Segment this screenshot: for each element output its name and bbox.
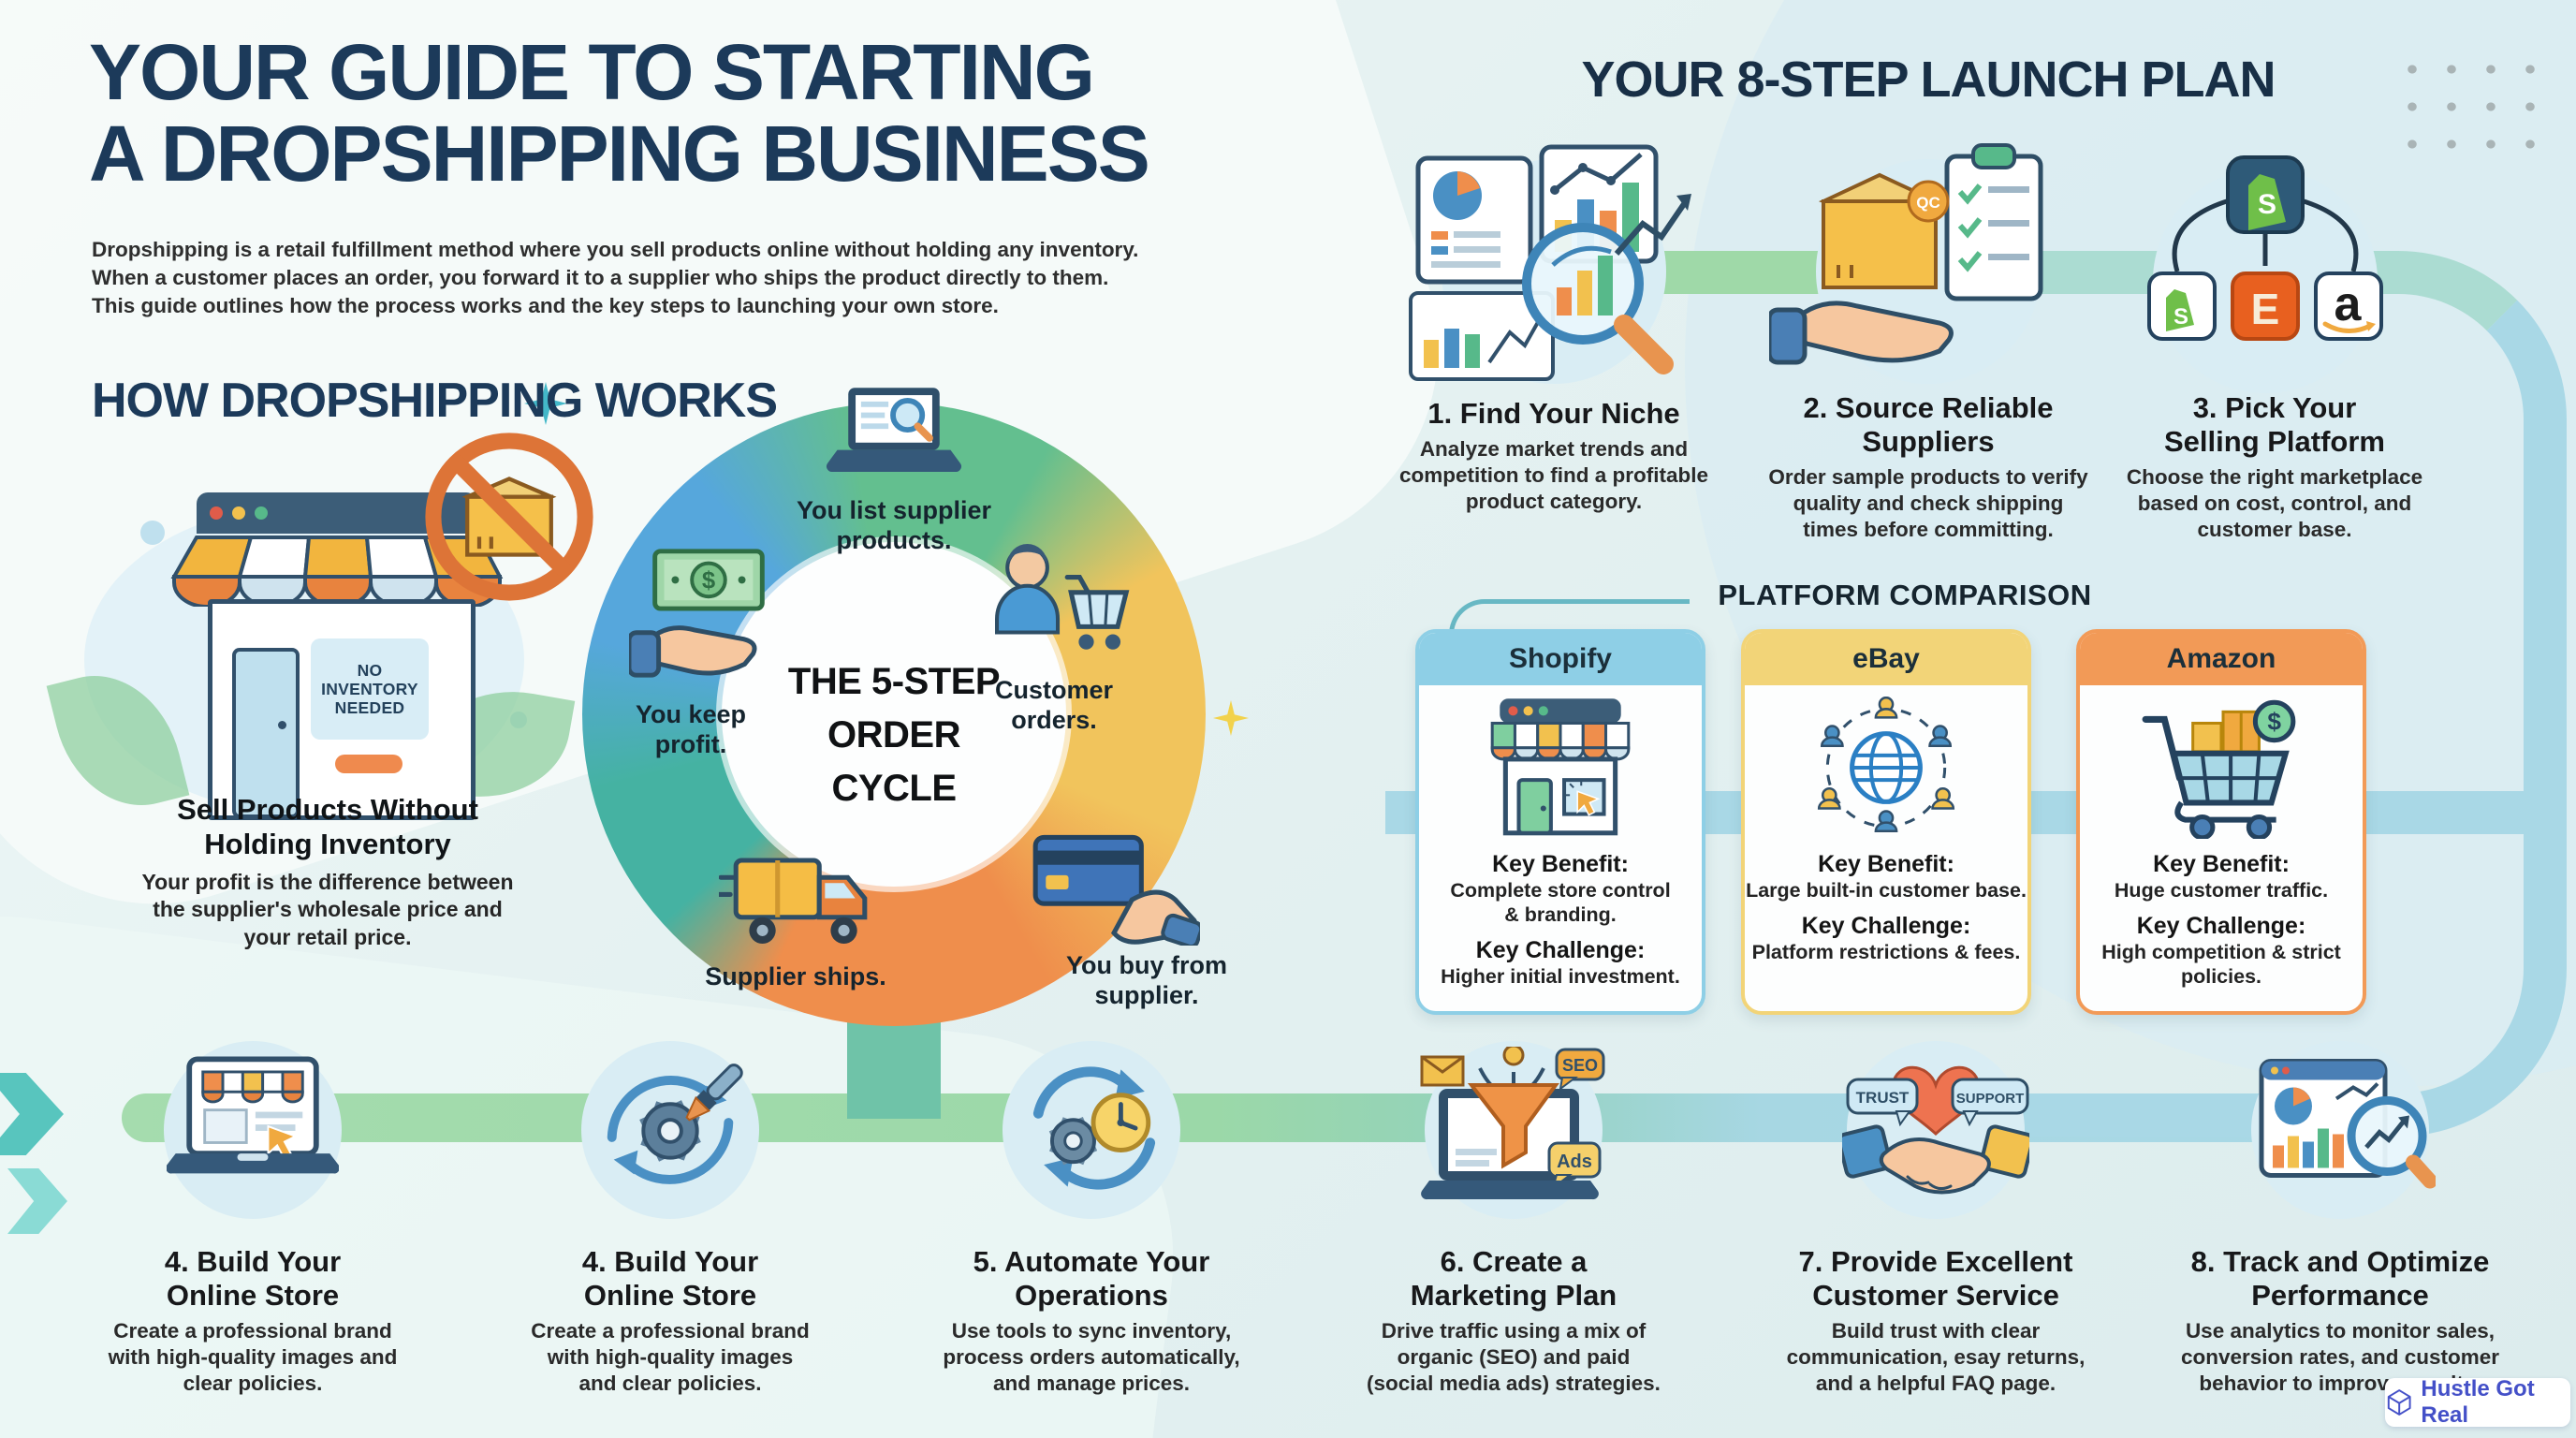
- qc-badge-label: QC: [1916, 194, 1940, 212]
- window-dot-icon: [232, 506, 245, 520]
- intro-paragraph: Dropshipping is a retail fulfillment met…: [92, 238, 1139, 318]
- marketing-funnel-icon: SEO Ads: [1420, 1047, 1605, 1200]
- analytics-icon: [2259, 1059, 2436, 1189]
- build-store-icon: [167, 1056, 339, 1174]
- hand-money-icon: $: [629, 549, 765, 678]
- benefit-label: Key Benefit:: [1818, 851, 1954, 877]
- challenge-text: Platform restrictions & fees.: [1751, 941, 2021, 964]
- platform-card-header: Shopify: [1419, 633, 1702, 685]
- challenge-text: High competition & strict policies.: [2101, 941, 2341, 989]
- window-dot-icon: [255, 506, 268, 520]
- step-2-description: Order sample products to verify quality …: [1768, 465, 2088, 541]
- step-2-title: 2. Source Reliable Suppliers: [1803, 391, 2054, 458]
- step-4b-description: Create a professional brand with high-qu…: [531, 1319, 810, 1395]
- cycle-step-label: You keep profit.: [635, 700, 747, 758]
- how-it-works-heading: HOW DROPSHIPPING WORKS: [92, 374, 778, 428]
- storefront-illustration: NO INVENTORY NEEDED: [46, 433, 608, 823]
- find-niche-icon: [1409, 144, 1691, 381]
- step-7-title: 7. Provide Excellent Customer Service: [1798, 1245, 2073, 1312]
- step-7-description: Build trust with clear communication, es…: [1786, 1319, 2086, 1395]
- launch-plan-heading: YOUR 8-STEP LAUNCH PLAN: [1581, 51, 2276, 108]
- platform-card-ebay: eBay Key Benefit: Large built-: [1741, 629, 2031, 1015]
- challenge-text: Higher initial investment.: [1441, 965, 1680, 989]
- design-gear-brush-icon: [607, 1064, 743, 1184]
- source-suppliers-icon: QC: [1769, 143, 2043, 365]
- delivery-truck-icon: [719, 858, 868, 945]
- platform-card-header: Amazon: [2080, 633, 2363, 685]
- cycle-step-label: You list supplier products.: [796, 496, 992, 554]
- platform-card-amazon: Amazon $ Key Benefit: Huge customer traf…: [2076, 629, 2366, 1015]
- benefit-label: Key Benefit:: [1492, 851, 1629, 877]
- benefit-text: Huge customer traffic.: [2114, 879, 2329, 902]
- amazon-letter: a: [2334, 277, 2363, 331]
- benefit-label: Key Benefit:: [2153, 851, 2290, 877]
- automate-operations-icon: [1032, 1066, 1156, 1190]
- dot-grid-decoration: [2393, 51, 2557, 165]
- cycle-step-label: Supplier ships.: [705, 962, 886, 990]
- door-knob: [278, 721, 286, 729]
- step-5-description: Use tools to sync inventory, process ord…: [943, 1319, 1240, 1395]
- shopify-mini-letter: S: [2174, 304, 2188, 330]
- laptop-search-icon: [827, 388, 961, 473]
- window-dot-icon: [210, 506, 223, 520]
- sell-without-inventory-heading: Sell Products Without Holding Inventory: [177, 793, 478, 861]
- step-4a-description: Create a professional brand with high-qu…: [108, 1319, 398, 1395]
- brand-logo-text: Hustle Got Real: [2421, 1376, 2535, 1428]
- sell-without-inventory-description: Your profit is the difference between th…: [141, 870, 514, 949]
- dollar-glyph: $: [702, 567, 715, 594]
- dollar-glyph: $: [2267, 708, 2281, 736]
- customer-cart-icon: [995, 544, 1130, 650]
- challenge-label: Key Challenge:: [2136, 913, 2306, 940]
- order-cycle-center-label: THE 5-STEP ORDER CYCLE: [787, 661, 1001, 809]
- sign-accent-pill: [335, 755, 402, 773]
- etsy-letter: E: [2251, 285, 2280, 333]
- step-1-description: Analyze market trends and competition to…: [1399, 437, 1708, 513]
- pick-platform-icon: S S E a: [2147, 155, 2383, 341]
- step-4a-title: 4. Build Your Online Store: [164, 1245, 342, 1312]
- credit-card-icon: [1032, 834, 1200, 946]
- step-4b-title: 4. Build Your Online Store: [581, 1245, 759, 1312]
- shopify-bag-letter: S: [2258, 189, 2276, 220]
- sparkle-icon: [1213, 700, 1249, 736]
- challenge-label: Key Challenge:: [1801, 913, 1971, 940]
- step-5-title: 5. Automate Your Operations: [973, 1245, 1210, 1312]
- challenge-label: Key Challenge:: [1475, 937, 1646, 964]
- step-8-title: 8. Track and Optimize Performance: [2190, 1245, 2490, 1312]
- brand-logo: Hustle Got Real: [2385, 1376, 2570, 1428]
- step-6-title: 6. Create a Marketing Plan: [1410, 1245, 1617, 1312]
- support-badge-label: SUPPORT: [1956, 1091, 2025, 1107]
- step-3-title: 3. Pick Your Selling Platform: [2164, 391, 2385, 458]
- handshake-icon: TRUST SUPPORT: [1842, 1065, 2029, 1195]
- trust-badge-label: TRUST: [1856, 1089, 1910, 1107]
- platform-card-header: eBay: [1745, 633, 2027, 685]
- no-inventory-sign: NO INVENTORY NEEDED: [311, 638, 429, 740]
- seo-badge-label: SEO: [1562, 1056, 1598, 1075]
- ads-badge-label: Ads: [1557, 1152, 1592, 1172]
- platform-card-shopify: Shopify: [1415, 629, 1705, 1015]
- platform-comparison-heading: PLATFORM COMPARISON: [1718, 579, 2092, 611]
- step-3-description: Choose the right marketplace based on co…: [2126, 465, 2423, 541]
- amazon-cart-icon: $: [2136, 685, 2306, 850]
- shopify-store-icon: [1475, 685, 1646, 850]
- no-box-prohibition-icon: [425, 433, 593, 601]
- step-1-title: 1. Find Your Niche: [1427, 397, 1680, 430]
- store-door-icon: [232, 648, 300, 818]
- cycle-step-label: You buy from supplier.: [1066, 951, 1227, 1009]
- step-6-description: Drive traffic using a mix of organic (SE…: [1367, 1319, 1661, 1395]
- page-title: YOUR GUIDE TO STARTING A DROPSHIPPING BU…: [89, 28, 1150, 198]
- benefit-text: Complete store control & branding.: [1450, 879, 1671, 927]
- cycle-step-label: Customer orders.: [994, 676, 1114, 734]
- dot-decoration: [140, 521, 165, 545]
- benefit-text: Large built-in customer base.: [1746, 879, 2027, 902]
- ebay-network-icon: [1801, 685, 1971, 850]
- cube-logo-icon: [2387, 1389, 2411, 1416]
